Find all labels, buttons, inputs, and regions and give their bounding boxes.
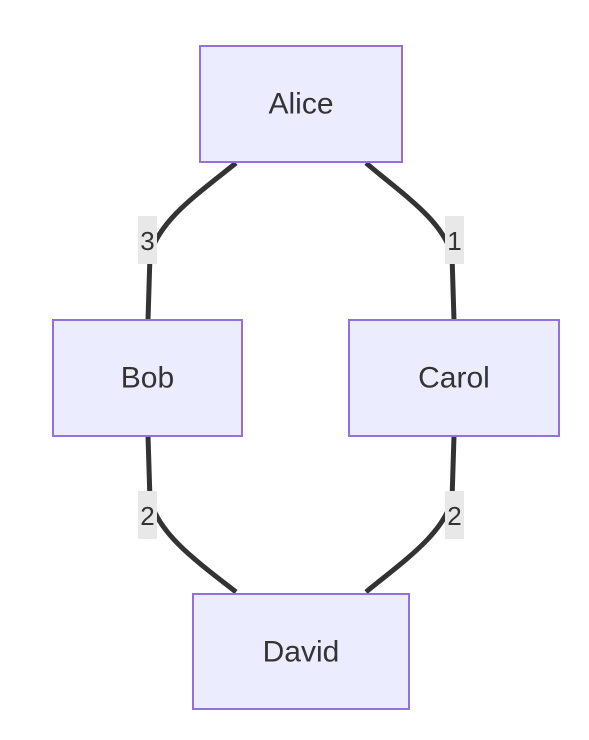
node-david[interactable]: David — [192, 593, 410, 710]
edge-label-alice-carol: 1 — [445, 216, 464, 264]
node-carol[interactable]: Carol — [348, 319, 560, 437]
node-carol-box[interactable] — [348, 319, 560, 437]
node-bob-box[interactable] — [52, 319, 243, 437]
node-carol-label: Carol — [418, 362, 490, 395]
edge-label-alice-carol-text: 1 — [447, 226, 461, 256]
edge-bob-david — [145, 435, 238, 594]
edge-label-carol-david-text: 2 — [447, 501, 461, 531]
edge-carol-david — [364, 435, 457, 594]
node-bob-label: Bob — [121, 362, 174, 395]
edge-labels: 3 1 2 2 — [138, 216, 464, 539]
node-bob[interactable]: Bob — [52, 319, 243, 437]
edge-label-alice-bob-text: 3 — [140, 226, 154, 256]
nodes: Alice Bob Carol David — [52, 45, 560, 710]
edge-label-alice-bob: 3 — [138, 216, 157, 264]
edge-alice-carol — [364, 161, 457, 321]
node-alice[interactable]: Alice — [199, 45, 403, 163]
edge-alice-bob — [145, 161, 238, 321]
edge-label-bob-david: 2 — [138, 491, 157, 539]
edge-label-carol-david: 2 — [445, 491, 464, 539]
node-david-label: David — [263, 636, 340, 669]
edge-label-bob-david-text: 2 — [140, 501, 154, 531]
node-alice-box[interactable] — [199, 45, 403, 163]
node-david-box[interactable] — [192, 593, 410, 710]
node-alice-label: Alice — [268, 88, 333, 121]
